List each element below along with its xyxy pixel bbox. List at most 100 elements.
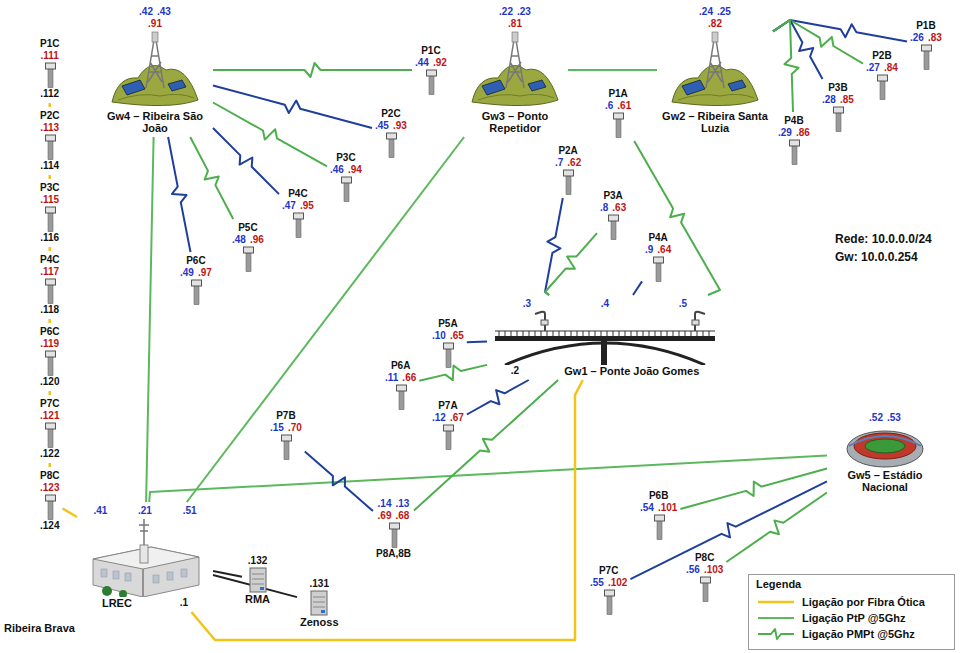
ip-address: .46 [330, 164, 344, 176]
text-row: .12 .67 [432, 412, 464, 424]
ip-address: .122 [40, 448, 59, 460]
network-node: P6A.11.66 [385, 360, 416, 410]
node-name: P5C [238, 222, 257, 234]
text-row: .112 [40, 88, 59, 100]
text-row: P3C [40, 182, 59, 194]
ip-address: .56 [686, 564, 700, 576]
ip-address: .9 [645, 244, 653, 256]
ip-address: .102 [608, 577, 627, 589]
ip-address: .12 [432, 412, 446, 424]
node-name: P3A [603, 190, 622, 202]
ip-address: .48 [232, 234, 246, 246]
text-row: .122 [40, 448, 59, 460]
text-row: Gw2 – Ribeira Santa Luzia [660, 110, 770, 134]
text-row: Gw3 – Ponto Repetidor [465, 110, 565, 134]
ip-address: .55 [590, 577, 604, 589]
pole-icon [42, 350, 58, 376]
pole-icon [440, 342, 456, 368]
ip-address: .67 [450, 412, 464, 424]
ip-address: .91 [148, 18, 162, 30]
ip-address: .83 [928, 32, 942, 44]
pole-icon [42, 422, 58, 448]
text-row: .91 [148, 18, 162, 30]
ip-address: .65 [450, 330, 464, 342]
text-row: .124 [40, 520, 59, 532]
text-row: Zenoss [300, 616, 339, 628]
text-row: .2Gw1 – Ponte João Gomes [490, 365, 720, 377]
note-label: Rede: 10.0.0.0/24 [835, 232, 932, 246]
node-name: RMA [245, 593, 270, 605]
ip-address: .121 [40, 410, 59, 422]
node-name: P3C [336, 152, 355, 164]
pole-icon [697, 576, 713, 602]
node-name: P7A [438, 400, 457, 412]
ip-address: .101 [658, 502, 677, 514]
text-row: .48 .96 [232, 234, 264, 246]
text-row: P3C [336, 152, 355, 164]
ip-address: .26 [910, 32, 924, 44]
network-link [213, 86, 372, 129]
node-name: P1A [608, 88, 627, 100]
text-row: .27.84 [866, 62, 898, 74]
network-link [467, 341, 487, 344]
network-node: P4C.117.118 [40, 254, 59, 316]
ip-address: .96 [250, 234, 264, 246]
text-row: P6C [40, 326, 59, 338]
text-row: P1C [421, 45, 440, 57]
node-name: P6A [391, 360, 410, 372]
text-row: .81 [508, 18, 522, 30]
pole-icon [440, 424, 456, 450]
pole-icon [383, 132, 399, 158]
network-node: P2B.27.84 [866, 50, 898, 100]
node-name: P2C [40, 110, 59, 122]
text-row: .47.95 [282, 200, 314, 212]
text-row: .45.93 [375, 120, 407, 132]
node-name: P1B [916, 20, 935, 32]
network-link [187, 137, 464, 502]
text-row: .111 [41, 50, 59, 62]
text-row: P2C [381, 108, 400, 120]
ip-address: .10 [432, 330, 446, 342]
legend-sample [756, 595, 796, 609]
pole-icon [830, 106, 846, 132]
ip-address: .119 [40, 338, 59, 350]
ip-address: .81 [508, 18, 522, 30]
text-row: .3.4.5 [490, 298, 720, 310]
text-row: .55 .102 [590, 577, 627, 589]
text-row: RMA [245, 593, 270, 605]
network-node: .22.23.81Gw3 – Ponto Repetidor [465, 6, 565, 134]
network-node: P6C.49.97 [180, 255, 212, 305]
ip-address: .68 [396, 510, 410, 522]
network-node: P1A.6.61 [605, 88, 631, 138]
node-name: Gw2 – Ribeira Santa Luzia [660, 110, 770, 134]
ip-address: .11 [385, 372, 398, 384]
network-node: P4C.47.95 [282, 188, 314, 238]
text-row: .118 [40, 304, 59, 316]
building-icon [85, 517, 205, 597]
network-node: .132RMA [245, 555, 270, 605]
network-node: .131Zenoss [300, 578, 339, 628]
text-row: P7B [276, 410, 295, 422]
ip-address: .93 [393, 120, 407, 132]
pole-icon [42, 62, 58, 88]
ip-address: .21 [138, 505, 152, 517]
network-node: .42.43.91Gw4 – Ribeira São João [100, 6, 210, 134]
network-node: P7B.15.70 [270, 410, 302, 460]
network-node: P3C.46.94 [330, 152, 362, 202]
pole-icon [290, 212, 306, 238]
text-row: P1B [916, 20, 935, 32]
pole-icon [786, 139, 802, 165]
ip-address: .23 [517, 6, 531, 18]
network-node: P6C.119.120 [40, 326, 59, 388]
node-name: P3B [828, 82, 847, 94]
text-row: .116 [40, 232, 59, 244]
node-name: P4C [40, 254, 59, 266]
text-row: P4C [40, 254, 59, 266]
text-row: .15.70 [270, 422, 302, 434]
node-name: P6C [40, 326, 59, 338]
text-row: P2B [872, 50, 891, 62]
text-row: .14.13 [378, 498, 410, 510]
text-row: Gw4 – Ribeira São João [100, 110, 210, 134]
server-icon [309, 590, 329, 616]
